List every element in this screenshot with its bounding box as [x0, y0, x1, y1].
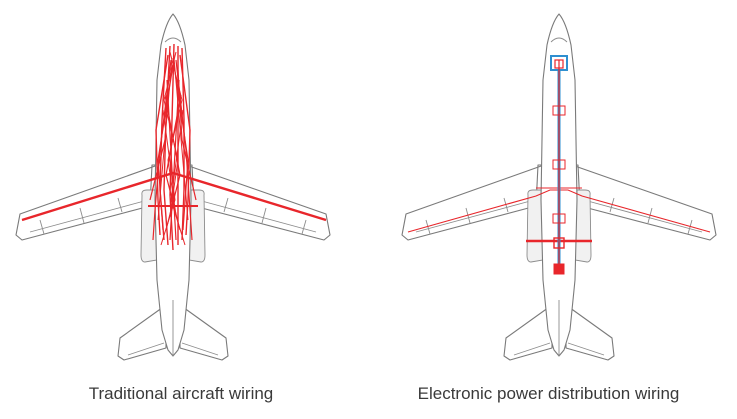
electronic-wiring-panel: Electronic power distribution wiring	[368, 0, 737, 419]
traditional-wiring-caption: Traditional aircraft wiring	[88, 384, 274, 403]
traditional-wiring-panel: Traditional aircraft wiring	[0, 0, 368, 419]
traditional-wiring-harness	[21, 43, 327, 251]
electronic-wiring-caption: Electronic power distribution wiring	[417, 384, 680, 403]
power-distribution-wiring	[407, 55, 711, 275]
aircraft-outline	[401, 13, 717, 361]
aircraft-outline	[15, 13, 331, 361]
aircraft-top-view-icon	[401, 13, 717, 361]
aircraft-top-view-icon	[15, 13, 331, 361]
